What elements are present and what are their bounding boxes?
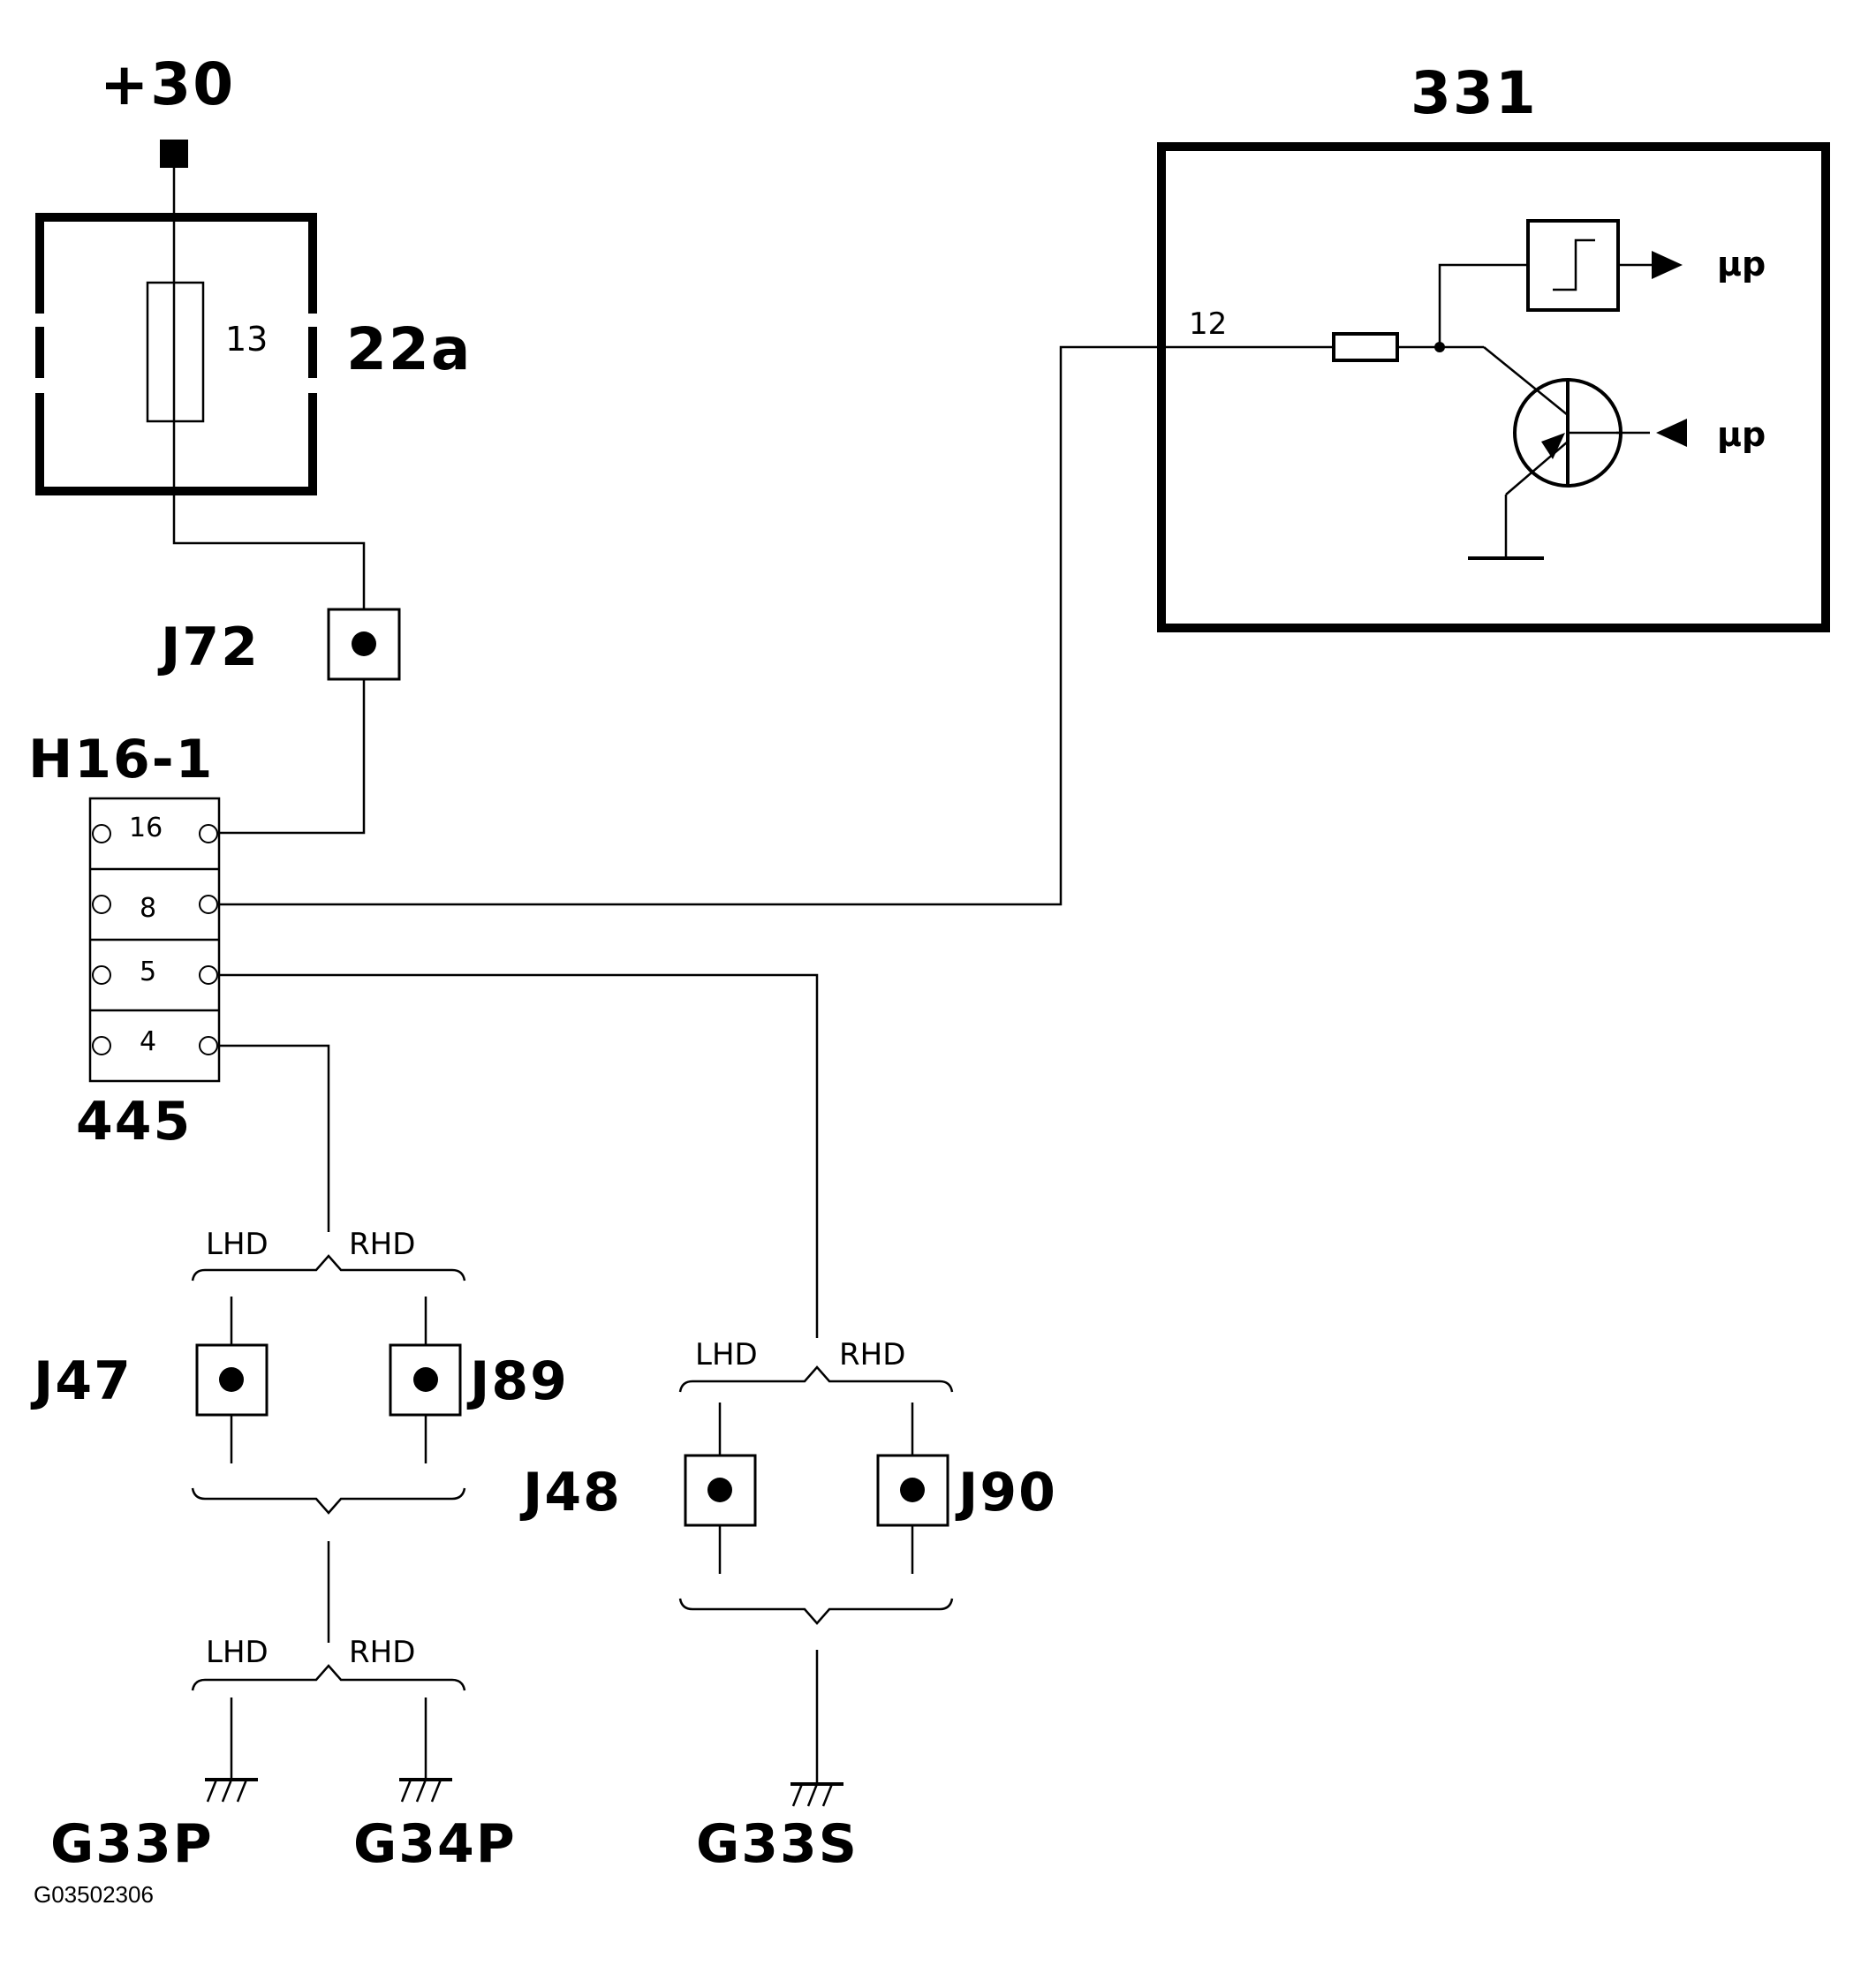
left-brace-top [191,1254,466,1282]
fuse-number: 13 [225,320,268,359]
arrow-left-icon [1656,419,1687,447]
ground-g33p-label: G33P [50,1813,214,1875]
right-brace-top [678,1365,954,1393]
left-branch-rhd: RHD [349,1227,415,1262]
junction-j48-label: J48 [519,1462,622,1524]
connector-pin-16: 16 [129,813,163,843]
connector-pin-5: 5 [140,956,156,987]
junction-j47-label: J47 [30,1350,132,1412]
junction-j72-label: J72 [157,616,260,678]
junction-j90-label: J90 [955,1462,1057,1524]
fuse-box [35,213,317,495]
figure-code: G03502306 [34,1881,154,1908]
connector-top-label: H16-1 [28,729,214,790]
connector-block [88,797,221,1083]
wire-pin5 [219,973,819,1338]
wire-j72-to-pin16 [210,679,366,835]
connector-pin-8: 8 [140,893,156,924]
module-resistor [1332,332,1399,362]
schmitt-trigger-icon [1553,238,1595,291]
right-brace-bottom [678,1598,954,1625]
supply-terminal [160,140,188,168]
ground-g34p-label: G34P [353,1813,517,1875]
left-ground-lhd: LHD [206,1635,269,1670]
left-branch-lhd: LHD [206,1227,269,1262]
connector-bottom-label: 445 [76,1091,192,1153]
module-box [1157,142,1830,632]
right-branch-lhd: LHD [695,1337,758,1372]
module-label: 331 [1411,59,1538,127]
module-pin-12: 12 [1189,306,1227,342]
junction-j90 [876,1454,949,1527]
supply-label: +30 [100,50,235,118]
left-ground-rhd: RHD [349,1635,415,1670]
junction-j72-dot [352,631,376,656]
module-output-1: µp [1717,245,1766,284]
wire-pin4 [219,1044,330,1232]
fuse-box-label: 22a [346,315,472,383]
transistor-emitter-arrow [1541,433,1565,459]
module-output-2: µp [1717,415,1766,454]
left-brace-ground [191,1664,466,1691]
wire-fuse-to-j72 [172,168,366,609]
left-brace-bottom [191,1487,466,1515]
schmitt-trigger [1526,219,1620,312]
ground-g33s-icon [790,1782,843,1807]
arrow-right-icon [1652,251,1683,279]
right-branch-rhd: RHD [839,1337,905,1372]
ground-g34p-icon [399,1778,452,1803]
connector-pin-4: 4 [140,1026,156,1057]
junction-j89-label: J89 [466,1350,569,1412]
ground-g33s-label: G33S [696,1813,859,1875]
fuse-symbol [146,281,205,423]
wire-pin8-to-module [219,345,1334,906]
ground-g33p-icon [205,1778,258,1803]
